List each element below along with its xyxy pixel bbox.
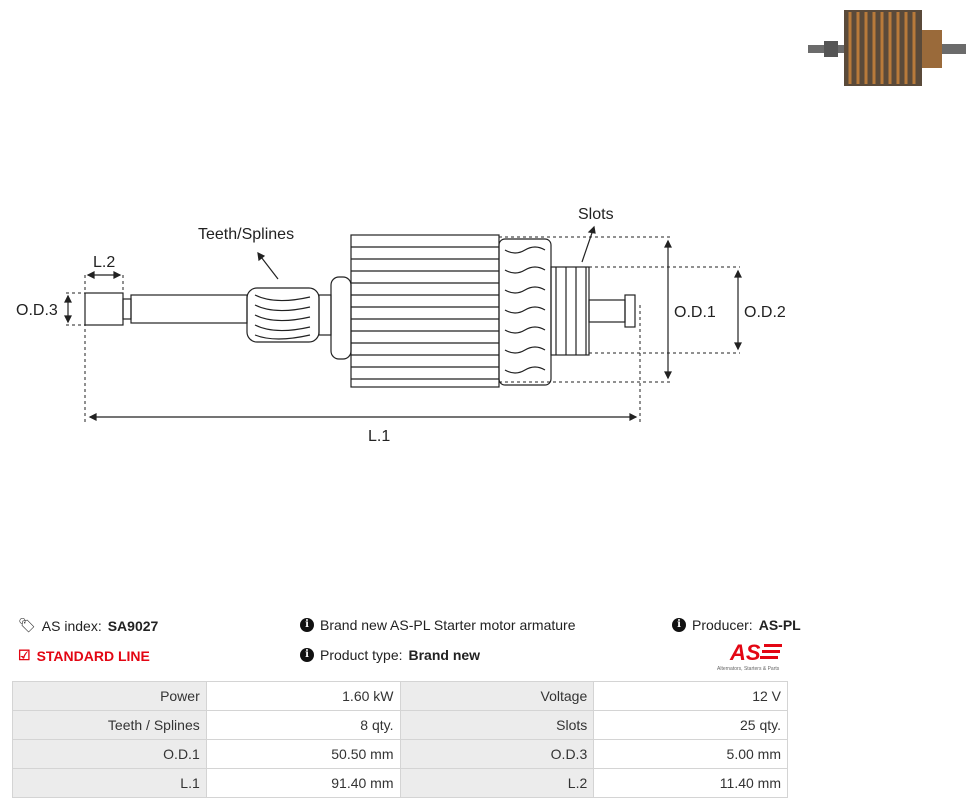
windings — [498, 238, 552, 386]
spec-label: Teeth / Splines — [12, 710, 207, 740]
product-type: i Product type: Brand new — [300, 647, 480, 663]
label-od1: O.D.1 — [674, 304, 716, 321]
spec-value: 11.40 mm — [593, 768, 788, 798]
info-icon: i — [300, 648, 314, 662]
armature-core — [350, 234, 500, 388]
commutator — [550, 266, 590, 356]
label-l2: L.2 — [93, 254, 115, 271]
label-teeth-splines: Teeth/Splines — [198, 226, 294, 243]
checkbox-icon: ☑ — [18, 647, 31, 663]
shaft — [130, 294, 248, 324]
spec-label: Voltage — [399, 681, 595, 711]
info-icon: i — [672, 618, 686, 632]
spec-value: 8 qty. — [205, 710, 401, 740]
spec-label: L.1 — [12, 768, 207, 798]
producer: i Producer: AS-PL — [672, 617, 801, 633]
description: i Brand new AS-PL Starter motor armature — [300, 617, 575, 633]
spec-label: Slots — [399, 710, 595, 740]
armature-thumbnail[interactable] — [808, 8, 968, 88]
label-od3: O.D.3 — [16, 302, 58, 319]
spec-label: O.D.1 — [12, 739, 207, 769]
shaft-tip — [84, 292, 124, 326]
as-index-value: SA9027 — [107, 617, 159, 634]
info-icon: i — [300, 618, 314, 632]
spec-label: L.2 — [399, 768, 595, 798]
spec-value: 5.00 mm — [593, 739, 788, 769]
tag-icon: 🏷︎ — [18, 617, 36, 633]
as-pl-logo: AS Alternators, Starters & Parts — [717, 640, 782, 672]
label-od2: O.D.2 — [744, 304, 786, 321]
svg-text:AS: AS — [729, 640, 761, 665]
label-slots: Slots — [578, 206, 614, 223]
label-l1: L.1 — [368, 428, 390, 445]
spec-value: 25 qty. — [593, 710, 788, 740]
spec-value: 91.40 mm — [205, 768, 401, 798]
svg-text:Alternators, Starters & Parts: Alternators, Starters & Parts — [717, 666, 780, 672]
armature-diagram: Teeth/Splines Slots L.2 L.1 O.D.1 O.D.2 … — [16, 206, 786, 445]
as-index: 🏷︎ AS index: SA9027 — [18, 617, 159, 634]
spec-value: 50.50 mm — [205, 739, 401, 769]
spec-label: O.D.3 — [399, 739, 595, 769]
spec-label: Power — [12, 681, 207, 711]
spec-value: 12 V — [593, 681, 788, 711]
standard-line: ☑ STANDARD LINE — [18, 647, 150, 664]
spec-value: 1.60 kW — [205, 681, 401, 711]
